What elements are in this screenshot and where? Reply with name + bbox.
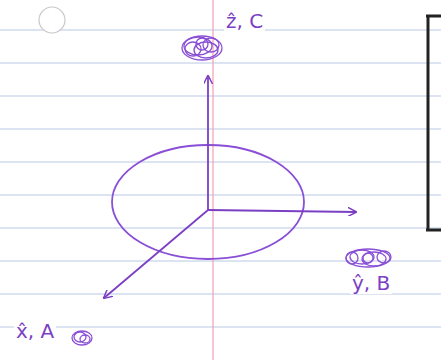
bracket — [426, 16, 441, 230]
ruled-lines — [0, 30, 441, 327]
axes — [104, 76, 356, 298]
punch-hole — [39, 7, 65, 33]
axis-label-holder: ẑ, C — [224, 10, 265, 32]
axis-label: ẑ, C — [224, 10, 265, 32]
scribble-blobs — [72, 36, 391, 345]
axis-label-holder: x̂, A — [14, 320, 56, 342]
axis-label: x̂, A — [14, 320, 56, 342]
margin-line — [212, 0, 213, 360]
axis-label: ŷ, B — [350, 272, 392, 294]
axis-label-holder: ŷ, B — [350, 272, 392, 294]
